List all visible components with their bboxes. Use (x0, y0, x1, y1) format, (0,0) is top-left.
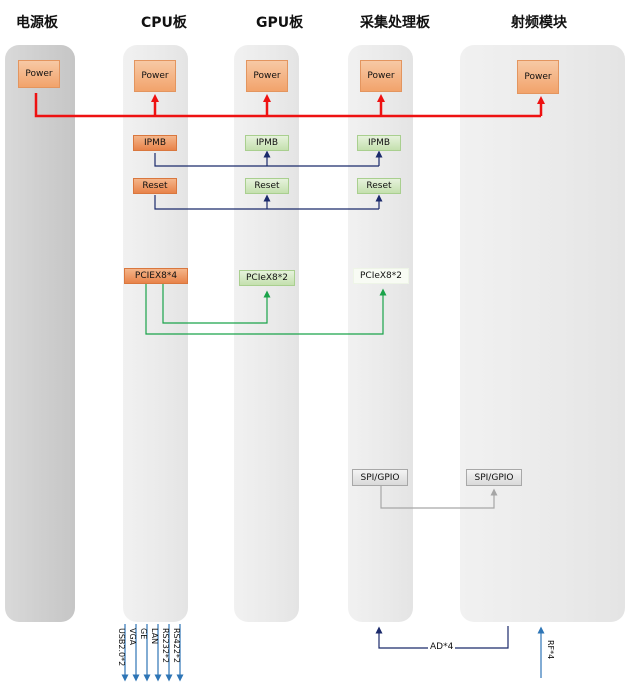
cpu-reset-block: Reset (133, 178, 177, 194)
cpu-pcie-block: PCIEX8*4 (124, 268, 188, 284)
cpu-io-outputs (121, 624, 184, 682)
pcie-links (145, 284, 387, 335)
reset-bus (154, 194, 383, 210)
io-label-ge: GE (139, 628, 148, 640)
acq-ipmb-block: IPMB (357, 135, 401, 151)
rf-power-block: Power (517, 60, 559, 94)
gpu-reset-block: Reset (245, 178, 289, 194)
rf-spi-gpio-block: SPI/GPIO (466, 469, 522, 486)
column-title-acq: 采集处理板 (360, 15, 430, 31)
column-title-psu: 电源板 (16, 15, 58, 31)
board-rf (460, 45, 625, 622)
io-label-usb: USB2.0*2 (117, 628, 126, 667)
rf-bus-label: RF*4 (546, 640, 555, 660)
power-bus (34, 93, 545, 118)
spi-link (380, 486, 498, 509)
acq-power-block: Power (360, 60, 402, 92)
ad-bus-label: AD*4 (428, 642, 456, 652)
io-label-rs232: RS232*2 (161, 628, 170, 663)
io-label-lan: LAN (150, 628, 159, 645)
psu-power-block: Power (18, 60, 60, 88)
acq-pcie-block: PCIeX8*2 (353, 268, 409, 284)
cpu-ipmb-block: IPMB (133, 135, 177, 151)
board-psu (5, 45, 75, 622)
column-title-gpu: GPU板 (256, 15, 304, 31)
acq-reset-block: Reset (357, 178, 401, 194)
gpu-ipmb-block: IPMB (245, 135, 289, 151)
acq-spi-gpio-block: SPI/GPIO (352, 469, 408, 486)
cpu-power-block: Power (134, 60, 176, 92)
gpu-power-block: Power (246, 60, 288, 92)
io-label-vga: VGA (128, 628, 137, 646)
gpu-pcie-block: PCIeX8*2 (239, 270, 295, 286)
io-label-rs422: RS422*2 (172, 628, 181, 663)
ipmb-bus (154, 150, 383, 167)
column-title-rf: 射频模块 (511, 15, 567, 31)
column-title-cpu: CPU板 (141, 15, 187, 31)
